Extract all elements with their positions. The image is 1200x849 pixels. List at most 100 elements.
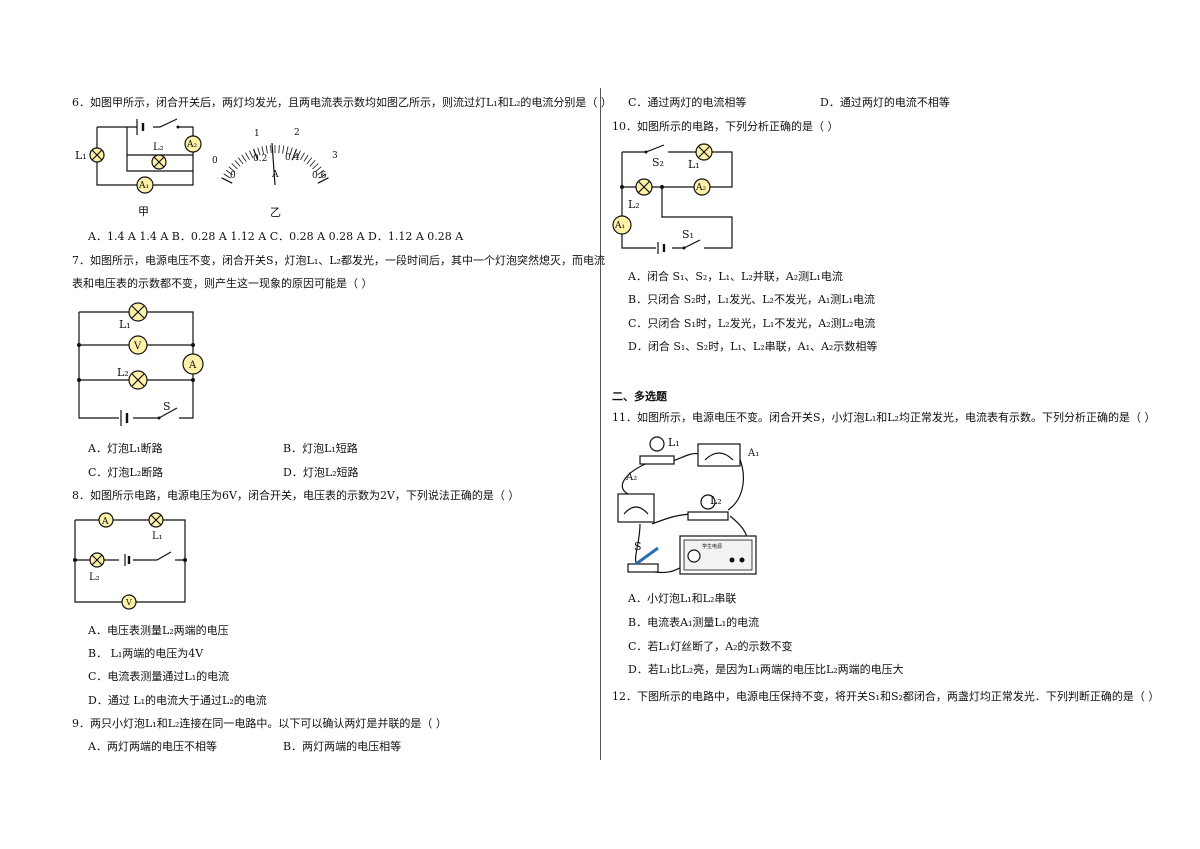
q7-circuit: L₁ V L₂ A S xyxy=(77,302,204,426)
q8-l2-label: L₂ xyxy=(89,572,100,583)
meter-tick xyxy=(314,166,322,173)
q8-option-b: B． L₁两端的电压为4V xyxy=(88,647,204,660)
q8-circuit: A L₁ L₂ V xyxy=(73,512,187,610)
q11-l1-label: L₁ xyxy=(668,436,680,449)
meter-tick xyxy=(306,157,313,165)
meter-tick xyxy=(234,160,241,167)
meter-tick xyxy=(289,147,293,156)
q9-option-c: C．通过两灯的电流相等 xyxy=(628,96,747,109)
q7-option-a: A．灯泡L₁断路 xyxy=(88,442,163,455)
meter-tick xyxy=(237,157,244,165)
scale-bottom-1: 0.2 xyxy=(253,154,267,164)
q11-option-a: A．小灯泡L₁和L₂串联 xyxy=(628,592,737,605)
q12-stem: 12．下图所示的电路中，电源电压保持不变，将开关S₁和S₂都闭合，两盏灯均正常发… xyxy=(612,690,1160,703)
scale-top-1: 1 xyxy=(254,129,260,139)
q10-option-b: B．只闭合 S₂时，L₁发光、L₂不发光，A₁测L₁电流 xyxy=(628,293,876,306)
meter-tick xyxy=(223,173,231,179)
q11-option-b: B．电流表A₁测量L₁的电流 xyxy=(628,616,760,629)
q10-l2-label: L₂ xyxy=(628,198,640,211)
meter-tick xyxy=(257,147,261,156)
q8-stem: 8．如图所示电路，电源电压为6V，闭合开关，电压表的示数为2V，下列说法正确的是… xyxy=(72,489,520,502)
q7-option-d: D．灯泡L₂短路 xyxy=(283,466,359,479)
q11-physical-circuit: 学生电源 L₁ A₁ A₂ L₂ S xyxy=(617,436,759,575)
q8-a-label: A xyxy=(101,517,109,527)
meter-tick xyxy=(309,160,316,167)
meter-tick xyxy=(270,145,272,154)
q10-option-c: C．只闭合 S₁时，L₂发光，L₁不发光，A₂测L₂电流 xyxy=(628,317,876,330)
q11-stem: 11．如图所示，电源电压不变。闭合开关S，小灯泡L₁和L₂均正常发光，电流表有示… xyxy=(612,411,1156,424)
meter-tick xyxy=(312,163,319,170)
q10-s2-label: S₂ xyxy=(652,156,664,169)
q8-l1-label: L₁ xyxy=(152,531,163,542)
meter-tick xyxy=(265,145,268,154)
q10-a2-label: A₂ xyxy=(695,183,706,193)
meter-tick xyxy=(296,150,301,159)
q10-circuit: S₂ L₁ L₂ A₂ A₁ S₁ xyxy=(612,143,733,254)
meter-tick xyxy=(221,177,233,184)
q7-option-c: C．灯泡L₂断路 xyxy=(88,466,164,479)
meter-tick xyxy=(261,146,265,155)
meter-needle xyxy=(271,142,276,186)
meter-tick xyxy=(317,169,325,176)
scale-top-0: 0 xyxy=(212,156,218,166)
q10-option-a: A．闭合 S₁、S₂，L₁、L₂并联，A₂测L₁电流 xyxy=(628,270,843,283)
q7-v-label: V xyxy=(133,341,142,352)
q10-l1-label: L₁ xyxy=(688,158,700,171)
q6-l1-label: L₁ xyxy=(75,149,87,162)
q11-s-label: S xyxy=(634,540,642,553)
meter-tick xyxy=(225,169,233,176)
q7-option-b: B．灯泡L₁短路 xyxy=(283,442,358,455)
meter-tick xyxy=(245,152,250,160)
scale-bottom-3: 0.6 xyxy=(312,171,327,181)
q8-option-a: A．电压表测量L₂两端的电压 xyxy=(88,624,229,637)
meter-tick xyxy=(228,166,236,173)
q10-s1-label: S₁ xyxy=(682,228,694,241)
meter-tick xyxy=(319,173,327,179)
q11-a2-label: A₂ xyxy=(625,472,637,483)
q11-source-label: 学生电源 xyxy=(702,543,722,550)
meter-tick xyxy=(282,145,285,154)
q9-option-b: B．两灯两端的电压相等 xyxy=(283,740,402,753)
q6-fig-jia: 甲 xyxy=(138,205,149,218)
meter-scale-ticks xyxy=(221,145,329,184)
q6-stem: 6．如图甲所示，闭合开关后，两灯均发光，且两电流表示数均如图乙所示，则流过灯L₁… xyxy=(72,96,612,109)
meter-tick xyxy=(291,148,298,161)
q7-l1-label: L₁ xyxy=(119,318,131,331)
meter-tick xyxy=(241,154,247,162)
q10-option-d: D．闭合 S₁、S₂时，L₁、L₂串联，A₁、A₂示数相等 xyxy=(628,340,878,353)
q8-option-d: D．通过 L₁的电流大于通过L₂的电流 xyxy=(88,694,267,707)
q9-option-d: D．通过两灯的电流不相等 xyxy=(820,96,950,109)
q9-stem: 9．两只小灯泡L₁和L₂连接在同一电路中。以下可以确认两灯是并联的是（ ） xyxy=(72,717,447,730)
scale-top-2: 2 xyxy=(294,128,300,138)
q9-option-a: A．两灯两端的电压不相等 xyxy=(88,740,217,753)
q7-l2-label: L₂ xyxy=(117,366,129,379)
q11-a1-label: A₁ xyxy=(747,448,759,459)
q7-stem-line1: 7．如图所示，电源电压不变，闭合开关S，灯泡L₁、L₂都发光，一段时间后，其中一… xyxy=(72,254,605,267)
q6-options: A．1.4 A 1.4 A B．0.28 A 1.12 A C．0.28 A 0… xyxy=(88,230,464,243)
q6-a1-label: A₁ xyxy=(138,181,149,191)
q6-fig-yi: 乙 xyxy=(270,206,281,219)
scale-top-3: 3 xyxy=(332,151,338,161)
q7-stem-line2: 表和电压表的示数都不变，则产生这一现象的原因可能是（ ） xyxy=(72,277,373,290)
q11-l2-label: L₂ xyxy=(710,494,722,507)
q6-figure-jia: L₁ L₂ A₂ A₁ 甲 xyxy=(75,118,202,218)
meter-unit: A xyxy=(271,170,279,180)
meter-tick xyxy=(303,154,309,162)
q7-s-label: S xyxy=(163,400,171,413)
column-divider xyxy=(600,88,601,760)
q6-a2-label: A₂ xyxy=(186,140,197,150)
meter-tick xyxy=(252,148,259,161)
meter-tick xyxy=(249,150,254,159)
q6-figure-yi-meter: 0 1 2 3 0 0.2 0.4 0.6 A 乙 xyxy=(212,128,338,219)
q10-stem: 10．如图所示的电路，下列分析正确的是（ ） xyxy=(612,120,839,133)
q6-l2-label: L₂ xyxy=(153,142,164,153)
q7-a-label: A xyxy=(188,360,197,371)
q8-v-label: V xyxy=(125,598,132,607)
meter-tick xyxy=(278,145,280,154)
scale-bottom-0: 0 xyxy=(230,171,236,181)
q8-option-c: C．电流表测量通过L₁的电流 xyxy=(88,670,230,683)
q10-a1-label: A₁ xyxy=(614,221,625,231)
section-heading-multi-choice: 二、多选题 xyxy=(612,390,667,403)
meter-tick xyxy=(317,177,329,184)
meter-tick xyxy=(231,163,238,170)
